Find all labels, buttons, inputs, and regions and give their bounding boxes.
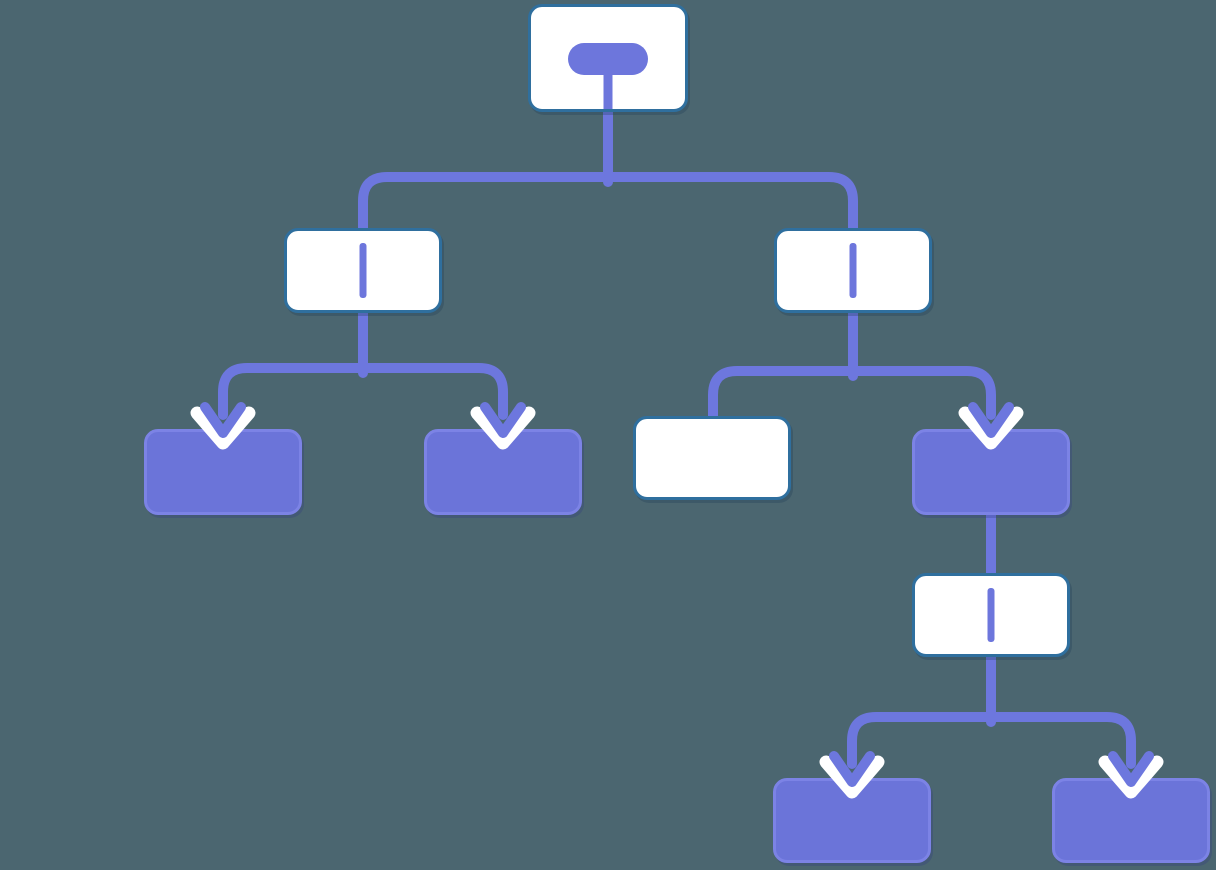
pass-through-node[interactable] xyxy=(912,573,1070,657)
plain-node[interactable] xyxy=(633,416,791,500)
leaf-node-4[interactable] xyxy=(1052,778,1210,863)
root-pill-icon xyxy=(568,43,648,75)
root-node[interactable] xyxy=(528,4,688,112)
leaf-node-2[interactable] xyxy=(424,429,582,515)
branch-leaf-node[interactable] xyxy=(912,429,1070,515)
root-stem-icon xyxy=(603,71,613,109)
pass-through-bar-icon xyxy=(987,588,995,642)
branch-node-left[interactable] xyxy=(284,228,442,313)
pass-through-bar-icon xyxy=(849,243,857,298)
leaf-node-1[interactable] xyxy=(144,429,302,515)
pass-through-bar-icon xyxy=(359,243,367,298)
leaf-node-3[interactable] xyxy=(773,778,931,863)
branch-node-right[interactable] xyxy=(774,228,932,313)
